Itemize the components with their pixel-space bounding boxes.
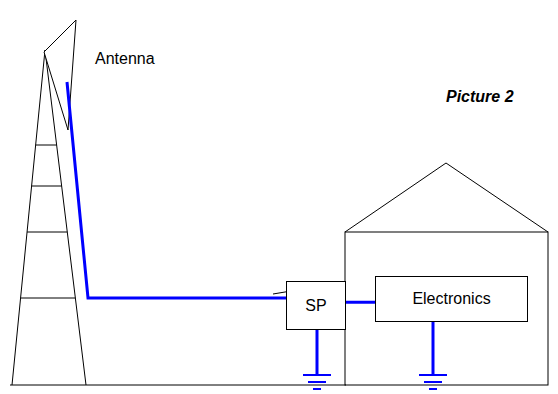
tower-rung [27,232,67,233]
surge-protector-box: SP [286,281,346,330]
tower-rungs [21,145,76,298]
box-label: Electronics [412,290,490,308]
ground-wire [316,330,319,374]
house-wall [345,232,548,385]
antenna-cable [67,82,287,298]
ground-wire [432,322,435,374]
ground-symbol [419,375,447,389]
tower-rung [32,186,62,187]
tower-rung [36,145,57,146]
picture-title: Picture 2 [446,88,514,106]
electronics-box: Electronics [375,276,528,322]
cable [346,301,375,304]
ground-line [10,385,346,386]
tower-rung [21,298,76,299]
box-label: SP [305,297,326,315]
ground-symbol [303,375,331,389]
house-roof [345,163,548,232]
tower-leg [12,50,45,385]
antenna-label: Antenna [95,50,155,68]
